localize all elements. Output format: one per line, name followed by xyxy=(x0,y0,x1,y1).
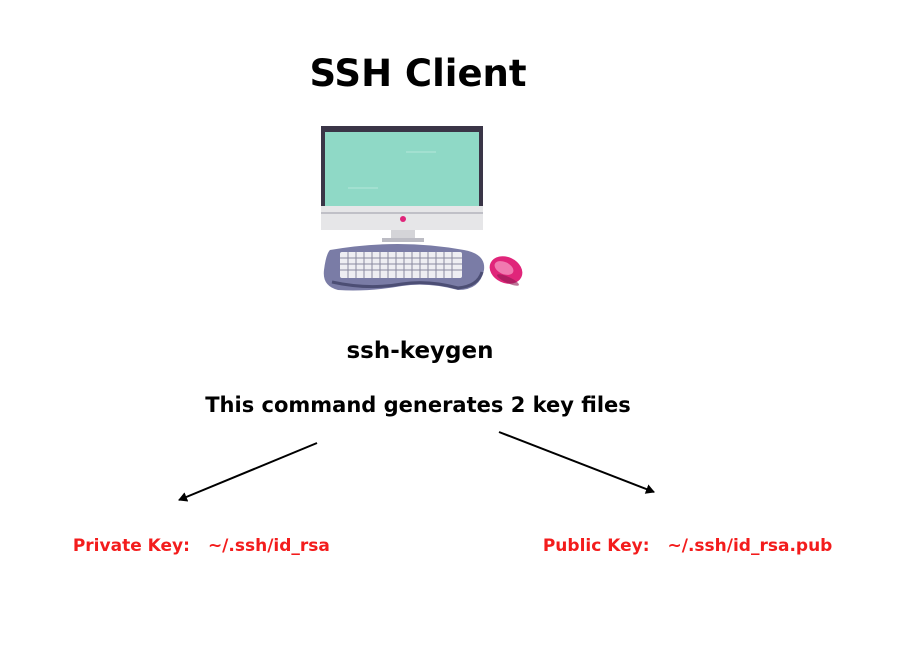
private-key-label: Private Key: xyxy=(72,536,190,556)
private-key-entry: Private Key: ~/.ssh/id_rsa xyxy=(61,516,330,556)
private-key-path: ~/.ssh/id_rsa xyxy=(207,536,330,556)
monitor-stand xyxy=(391,230,415,238)
monitor-screen xyxy=(325,132,479,206)
public-key-label: Public Key: xyxy=(542,536,650,556)
command-description: This command generates 2 key files xyxy=(205,393,631,417)
power-button xyxy=(400,216,406,222)
desktop-computer-icon xyxy=(321,126,523,291)
arrow-to-public-key xyxy=(498,431,655,494)
public-key-path: ~/.ssh/id_rsa.pub xyxy=(667,536,833,556)
command-label: ssh-keygen xyxy=(346,338,494,364)
arrow-to-private-key xyxy=(178,442,318,502)
diagram-title: SSH Client xyxy=(309,52,527,95)
public-key-entry: Public Key: ~/.ssh/id_rsa.pub xyxy=(531,516,833,556)
